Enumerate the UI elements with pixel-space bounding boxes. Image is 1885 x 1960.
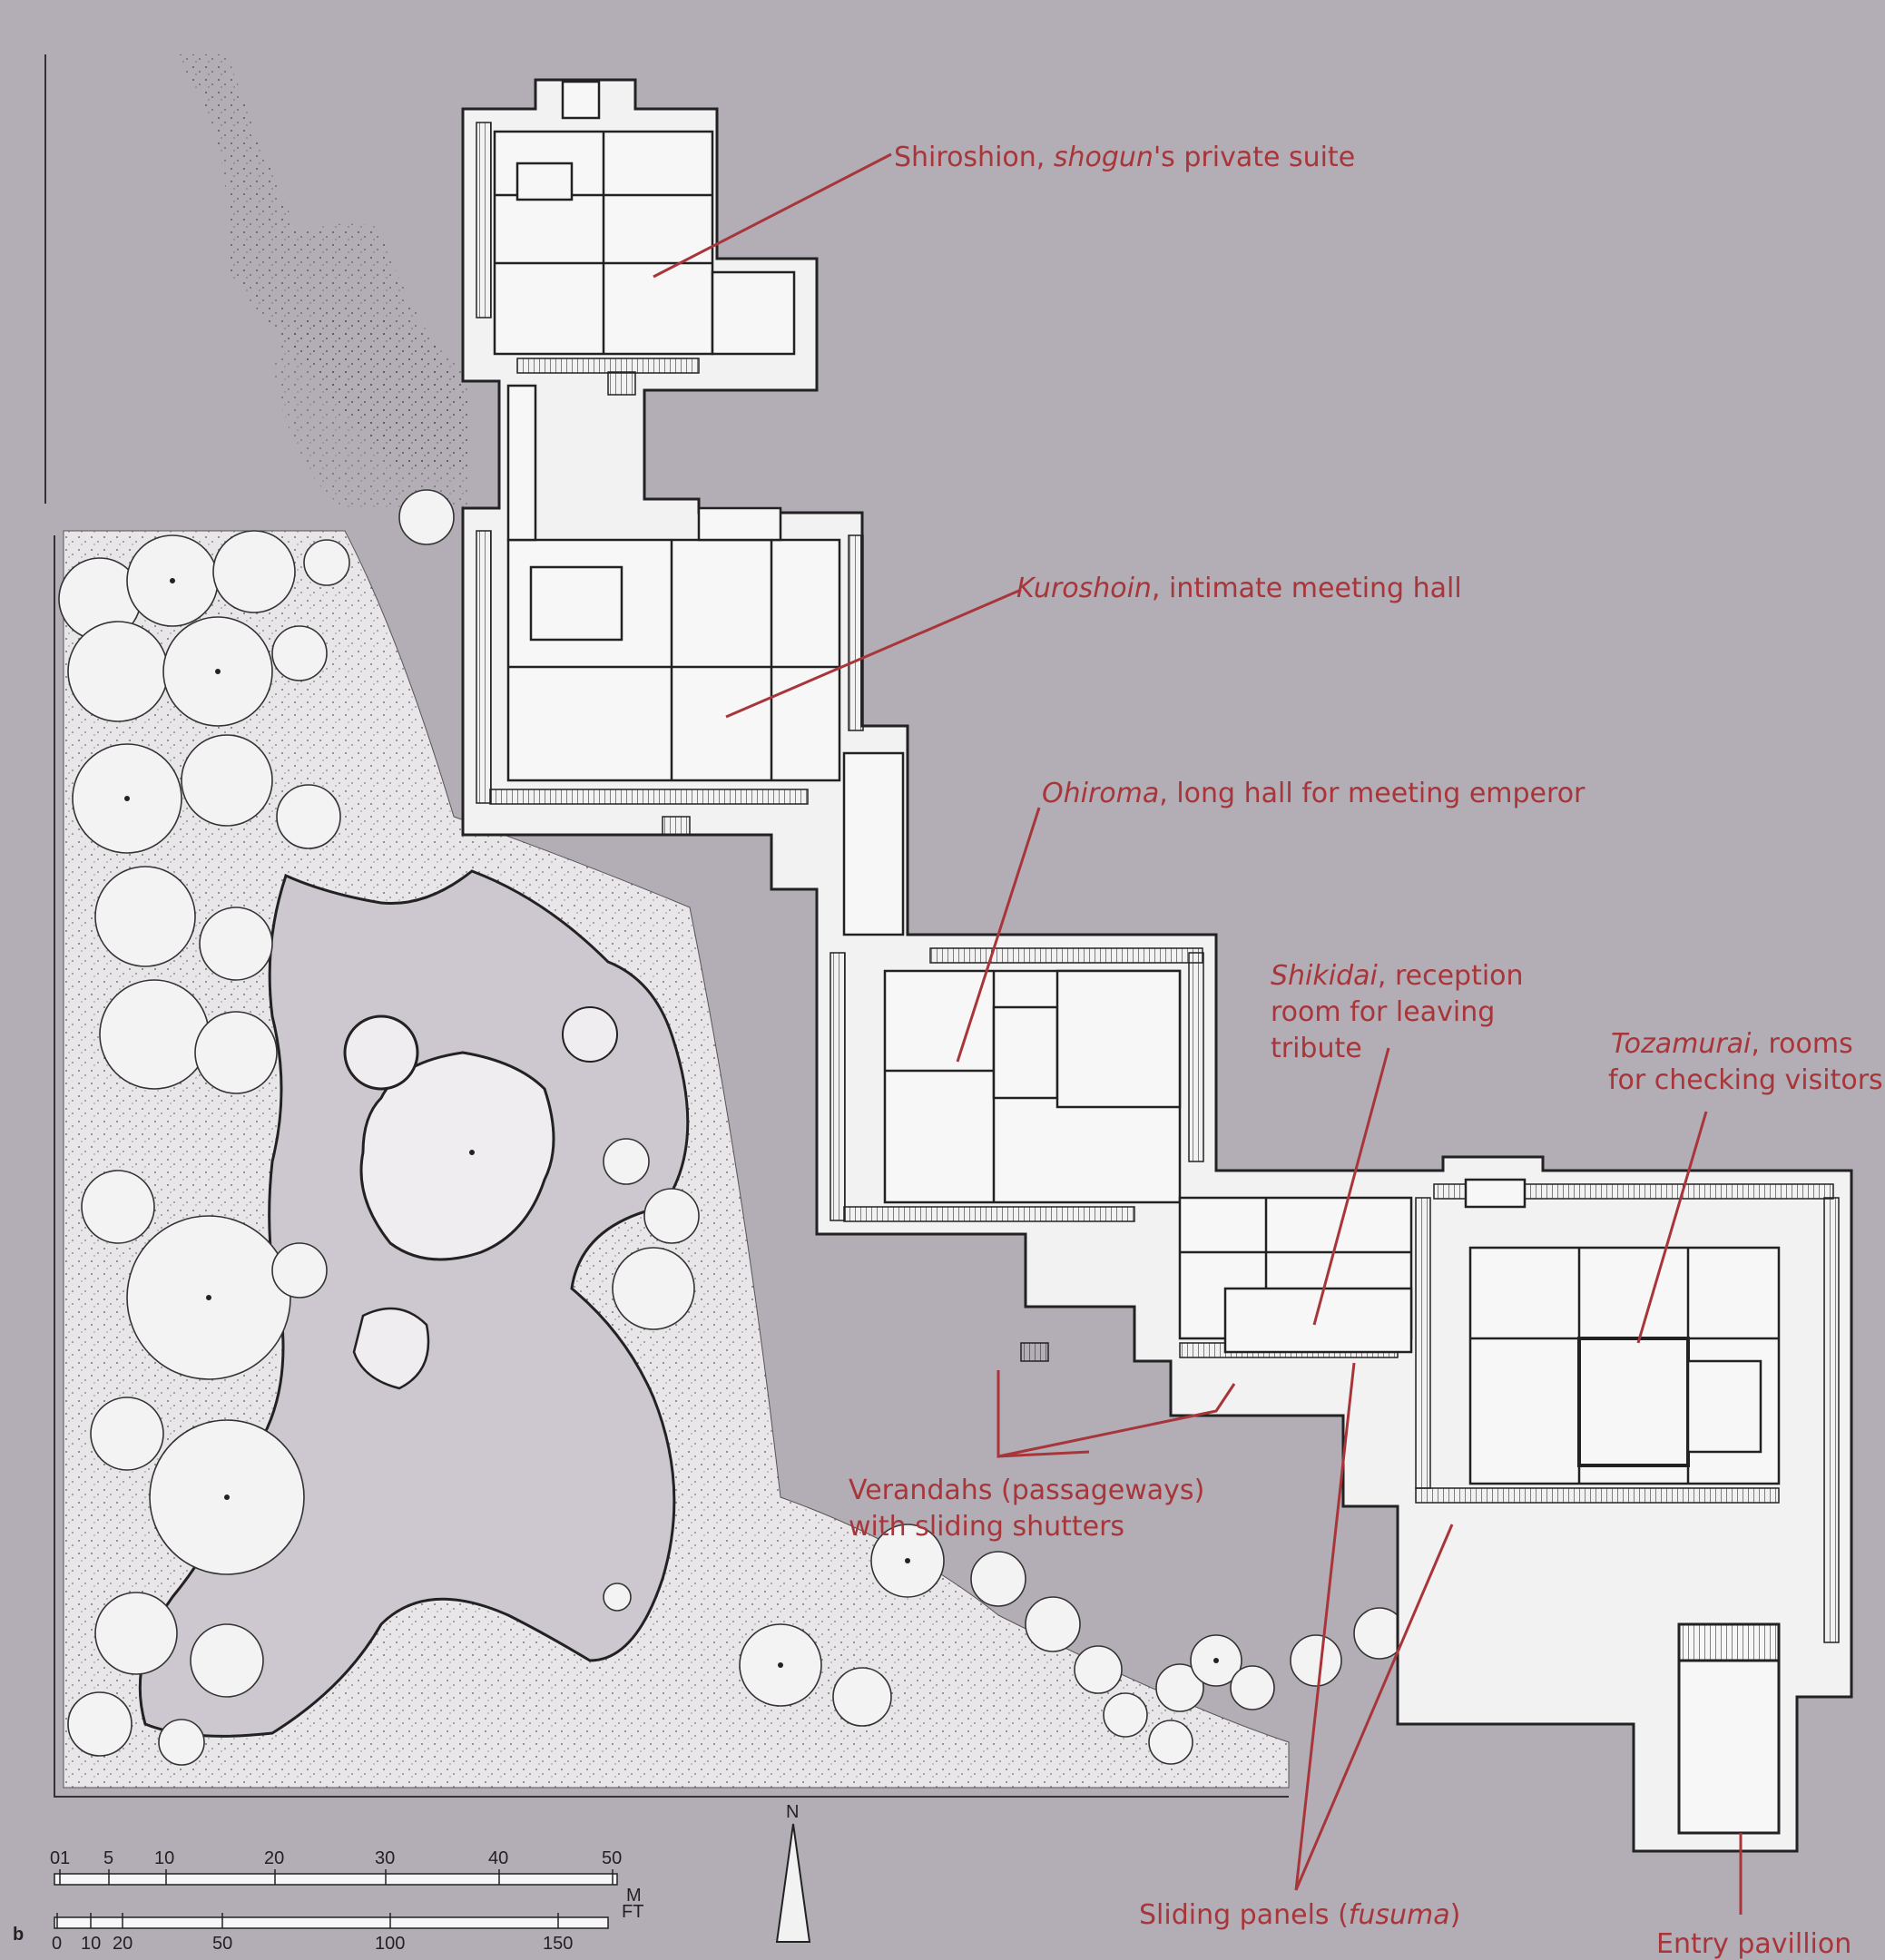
scale-m-tick-40: 40 [488, 1848, 508, 1868]
label-tozamurai: Tozamurai, rooms for checking visitors [1608, 1028, 1883, 1096]
leader-tozamurai [1636, 1111, 1708, 1344]
scale-f-tick-20: 20 [113, 1934, 133, 1954]
scale-bar: b 01 5 10 20 30 40 50 M 0 10 20 50 100 1… [13, 1848, 643, 1954]
north-arrow: N [775, 1802, 811, 1943]
north-arrow-label: N [786, 1802, 799, 1822]
verandah-bands [476, 122, 1840, 1643]
label-ohiroma: Ohiroma, long hall for meeting emperor [1042, 778, 1586, 809]
shikidai-rooms [1178, 1196, 1413, 1354]
scale-f-tick-100: 100 [375, 1934, 405, 1954]
figure-letter: b [13, 1925, 24, 1945]
garden [44, 54, 1635, 1798]
label-shikidai: Shikidai, reception room for leaving tri… [1271, 960, 1532, 1064]
scale-m-tick-0: 01 [50, 1848, 70, 1868]
leader-ohiroma [956, 807, 1041, 1063]
corridor-kuroshoin-ohiroma [842, 751, 905, 936]
stippled-hill [272, 310, 472, 508]
scale-f-tick-10: 10 [81, 1934, 101, 1954]
label-sliding-panels: Sliding panels (fusuma) [1139, 1899, 1460, 1931]
scale-meters-unit: M [626, 1886, 642, 1906]
labels: Shiroshion, shogun's private suite Kuros… [849, 142, 1883, 1960]
scale-m-tick-20: 20 [264, 1848, 284, 1868]
leader-sliding-2 [1294, 1524, 1454, 1891]
tree-trunks [124, 578, 1219, 1668]
label-entry-pavilion: Entry pavillion [1656, 1928, 1851, 1960]
scale-feet-bar [54, 1916, 609, 1929]
scale-f-tick-0: 0 [52, 1934, 62, 1954]
tozamurai-rooms [1464, 1178, 1781, 1485]
island-small-east [562, 1006, 618, 1063]
steps [607, 371, 1049, 1362]
leader-shikidai [1312, 1047, 1390, 1326]
scale-f-tick-50: 50 [212, 1934, 232, 1954]
island-large [359, 1051, 555, 1261]
scale-feet-unit: FT [622, 1902, 643, 1922]
garden-boundary-line [44, 54, 1289, 1798]
scale-m-tick-10: 10 [154, 1848, 174, 1868]
scale-meters-ticks [59, 1869, 614, 1885]
entry-pavilion [1677, 1622, 1781, 1835]
kuroshoin-rooms [506, 506, 841, 782]
label-kuroshoin: Kuroshoin, intimate meeting hall [1016, 573, 1462, 604]
leader-lines [653, 152, 1743, 1915]
north-arrow-icon [775, 1823, 811, 1943]
scale-m-tick-50: 50 [602, 1848, 622, 1868]
ohiroma-rooms [883, 969, 1182, 1204]
label-shiroshoin: Shiroshion, shogun's private suite [894, 142, 1355, 173]
leader-sliding-1 [1294, 1362, 1356, 1891]
island-south [352, 1307, 430, 1390]
leader-verandahs [996, 1370, 1236, 1458]
island-small-north [343, 1014, 419, 1091]
scale-meters-bar [54, 1873, 618, 1886]
scale-m-tick-30: 30 [375, 1848, 395, 1868]
scale-feet-ticks [56, 1913, 559, 1928]
shiroshoin-rooms [493, 80, 796, 356]
leader-shiroshoin [653, 152, 892, 279]
corridor-shiroshoin-kuroshoin [506, 384, 537, 542]
leader-verandahs-branch [997, 1450, 1090, 1458]
scale-f-tick-150: 150 [543, 1934, 573, 1954]
palace-buildings [461, 78, 1853, 1853]
label-verandahs: Verandahs (passageways) with sliding shu… [849, 1475, 1213, 1543]
scale-m-tick-5: 5 [103, 1848, 113, 1868]
leader-kuroshoin [725, 588, 1022, 719]
